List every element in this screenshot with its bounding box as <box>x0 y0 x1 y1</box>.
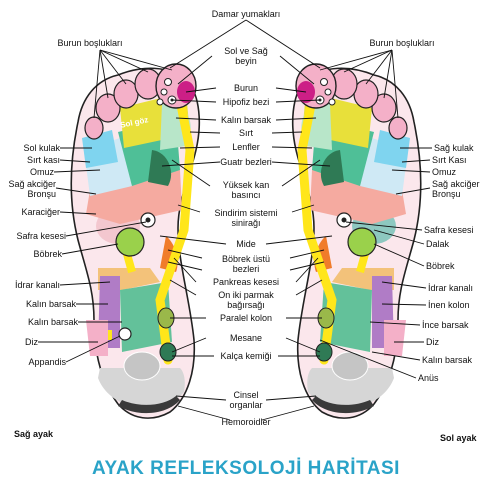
label-sindirim-sistemi: Sindirim sistemi sinirağı <box>214 208 278 228</box>
label-sirt: Sırt <box>238 128 254 138</box>
label-yuksek-kan-basinci: Yüksek kan basıncı <box>222 180 270 200</box>
label-sirt-kasi-left: Sırt kası <box>26 155 60 165</box>
label-idrar-kanali-right: İdrar kanalı <box>428 283 474 293</box>
label-kalca-kemigi: Kalça kemiği <box>220 351 272 361</box>
label-cinsel-organlar: Cinsel organlar <box>229 390 263 410</box>
label-sag-kulak: Sağ kulak <box>434 143 474 153</box>
label-bobrek-right: Böbrek <box>426 261 455 271</box>
label-ince-barsak: İnce barsak <box>422 320 469 330</box>
left-foot-illustration <box>291 63 422 419</box>
label-burun-bosluklari-left: Burun boşlukları <box>57 38 123 48</box>
label-kalin-barsak-right: Kalın barsak <box>422 355 473 365</box>
label-hipofiz-bezi: Hipofiz bezi <box>222 97 270 107</box>
label-sol-kulak: Sol kulak <box>23 143 60 153</box>
label-diz-left: Diz <box>25 337 38 347</box>
label-hemoroidler: Hemoroidler <box>221 417 271 427</box>
label-sol-ve-sag-beyin: Sol ve Sağ beyin <box>224 46 268 66</box>
label-inen-kolon: İnen kolon <box>428 300 470 310</box>
label-burun: Burun <box>233 83 259 93</box>
label-anus: Anüs <box>418 373 439 383</box>
label-omuz-right: Omuz <box>432 167 457 177</box>
label-lenfler: Lenfler <box>232 142 260 152</box>
label-kalin-barsak-top: Kalın barsak <box>220 115 272 125</box>
label-pankreas-kesesi: Pankreas kesesi <box>212 277 280 287</box>
right-foot-illustration <box>70 63 201 419</box>
label-safra-kesesi-left: Safra kesesi <box>16 231 66 241</box>
label-damar-yumaklari: Damar yumakları <box>211 9 281 19</box>
label-on-iki-parmak: On iki parmak bağırsağı <box>218 290 274 310</box>
label-kalin-barsak-left-2: Kalın barsak <box>27 317 78 327</box>
label-dalak: Dalak <box>426 239 450 249</box>
label-safra-kesesi-right: Safra kesesi <box>424 225 474 235</box>
label-mesane: Mesane <box>229 333 263 343</box>
label-diz-right: Diz <box>426 337 439 347</box>
label-idrar-kanali-left: İdrar kanalı <box>14 280 60 290</box>
label-bobrek-left: Böbrek <box>33 249 62 259</box>
label-karaciger: Karaciğer <box>21 207 60 217</box>
caption-sag-ayak: Sağ ayak <box>14 429 54 439</box>
caption-sol-ayak: Sol ayak <box>440 433 477 443</box>
label-paralel-kolon: Paralel kolon <box>219 313 273 323</box>
page-title: AYAK REFLEKSOLOJİ HARİTASI <box>92 458 400 479</box>
label-sirt-kasi-right: Sırt Kası <box>432 155 467 165</box>
label-burun-bosluklari-right: Burun boşlukları <box>369 38 435 48</box>
label-kalin-barsak-left-1: Kalın barsak <box>25 299 76 309</box>
label-sag-akciger-left: Sağ akciğer Bronşu <box>8 179 56 199</box>
label-guatr-bezleri: Guatr bezleri <box>220 157 272 167</box>
label-mide: Mide <box>236 239 256 249</box>
label-omuz-left: Omuz <box>29 167 54 177</box>
leader-lines <box>38 19 432 421</box>
label-appandis: Appandis <box>28 357 66 367</box>
label-bobrek-ustu-bezleri: Böbrek üstü bezleri <box>221 254 271 274</box>
label-sag-akciger-right: Sağ akciğer Bronşu <box>432 179 480 199</box>
